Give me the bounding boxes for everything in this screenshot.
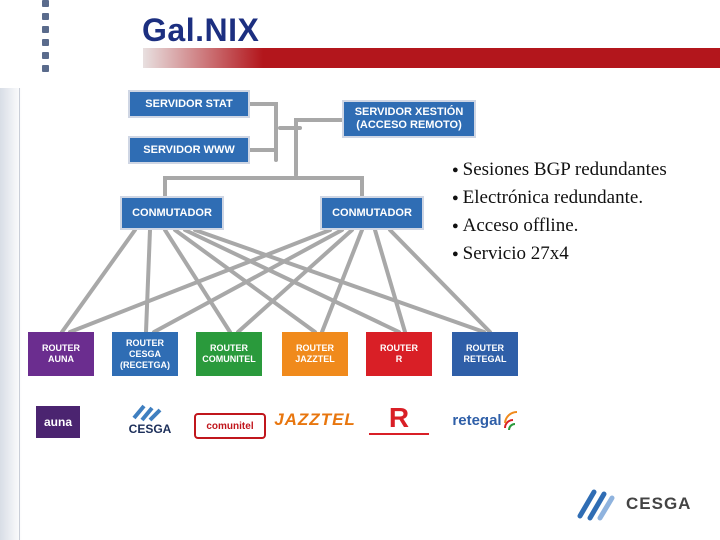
router-sublabel: (RECETGA) [120,359,170,370]
router-box-cesga: ROUTER CESGA (RECETGA) [112,332,178,376]
server-xestion-label: SERVIDOR XESTIÓN [354,106,464,118]
jazztel-logo: JAZZTEL [272,402,358,438]
server-stat-label: SERVIDOR STAT [145,97,233,110]
bullet-dot-icon: ● [452,192,459,204]
feature-bullet-list: ●Sesiones BGP redundantes ●Electrónica r… [452,156,667,268]
router-name: COMUNITEL [202,354,256,364]
bullet-item: ●Sesiones BGP redundantes [452,156,667,184]
router-box-jazztel: ROUTER JAZZTEL [282,332,348,376]
router-label: ROUTER [210,343,248,353]
link-sw1-r [183,228,401,334]
bullet-item: ●Electrónica redundante. [452,184,667,212]
router-name: RETEGAL [463,354,507,364]
auna-logo-text: auna [43,415,72,429]
router-label: ROUTER [380,343,418,353]
bullet-dot-icon: ● [452,220,459,232]
link-sw2-cesga [152,228,344,334]
jazztel-logo-text: JAZZTEL [274,410,356,429]
router-label: ROUTER [296,343,334,353]
server-xestion-box: SERVIDOR XESTIÓN (ACCESO REMOTO) [342,100,476,138]
signal-waves-icon [503,410,517,431]
router-label: ROUTER [466,343,504,353]
retegal-logo-text: retegal [452,411,502,429]
left-divider [19,88,20,540]
comunitel-logo-text: comunitel [206,420,254,432]
r-logo-underline [369,433,429,435]
switch-box-1: CONMUTADOR [120,196,224,230]
router-label: ROUTER [42,343,80,353]
server-www-label: SERVIDOR WWW [143,143,235,156]
footer-cesga-logo: CESGA [574,486,691,522]
footer-brand-text: CESGA [626,494,692,513]
router-name: R [395,354,403,364]
switch-label-1: CONMUTADOR [132,207,212,219]
router-name: JAZZTEL [295,354,335,364]
link-sw2-comunitel [236,228,354,334]
link-trunk-switches [163,176,364,198]
bullet-item: ●Servicio 27x4 [452,240,667,268]
router-label: ROUTER [126,337,164,348]
link-xestion-backbone [294,118,346,177]
router-box-retegal: ROUTER RETEGAL [452,332,518,376]
bullet-text: Sesiones BGP redundantes [462,159,667,180]
link-stat-backbone [248,102,278,162]
link-sw2-jazztel [320,228,364,334]
r-logo: R [364,402,434,438]
bullet-text: Servicio 27x4 [462,243,569,264]
link-sw1-retegal [193,228,486,334]
comunitel-logo: comunitel [194,413,266,439]
bullet-dot-icon: ● [452,164,459,176]
bullet-item: ●Acceso offline. [452,212,667,240]
switch-label-2: CONMUTADOR [332,207,412,219]
link-sw2-retegal [388,228,492,334]
decorative-dots [42,0,50,78]
title-underline-bar [143,48,720,68]
cesga-recetga-logo-text: CESGA [128,422,172,436]
cesga-wave-icon [132,404,162,422]
router-box-r: ROUTER R [366,332,432,376]
link-sw1-auna [60,228,137,334]
slide-title: Gal.NIX [142,12,260,48]
left-decoration [0,88,22,540]
switch-box-2: CONMUTADOR [320,196,424,230]
router-box-comunitel: ROUTER COMUNITEL [196,332,262,376]
router-name: CESGA [128,348,161,359]
link-sw2-r [373,228,407,334]
link-sw2-auna [68,228,332,334]
cesga-recetga-logo: CESGA [120,402,180,438]
bullet-text: Electrónica redundante. [462,187,644,208]
server-stat-box: SERVIDOR STAT [128,90,250,118]
link-sw1-cesga [144,228,152,334]
cesga-logo-icon [577,489,615,521]
router-name: AUNA [48,354,74,364]
auna-logo: auna [36,406,80,438]
retegal-logo: retegal [442,402,534,438]
server-xestion-sublabel: (ACCESO REMOTO) [356,119,462,131]
bullet-text: Acceso offline. [462,215,579,236]
r-logo-text: R [388,402,410,433]
router-box-auna: ROUTER AUNA [28,332,94,376]
server-www-box: SERVIDOR WWW [128,136,250,164]
bullet-dot-icon: ● [452,248,459,260]
